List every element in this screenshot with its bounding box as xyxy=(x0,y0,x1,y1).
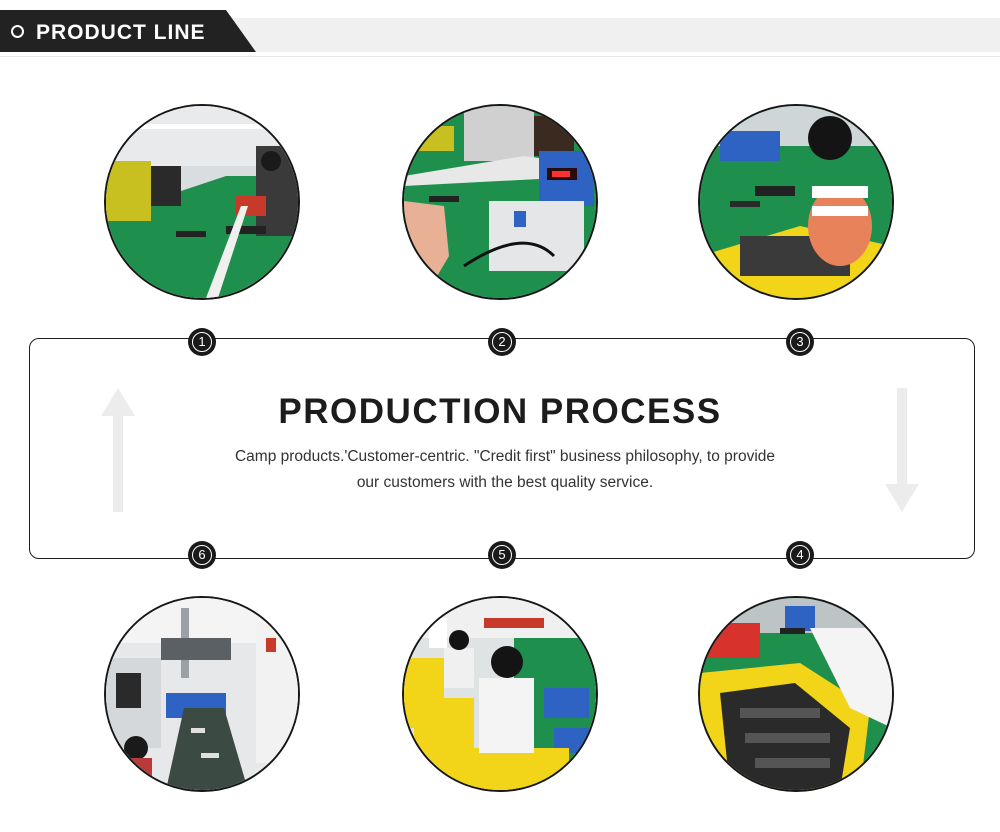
arrow-down-icon xyxy=(885,388,919,512)
step-badge-5: 5 xyxy=(488,541,516,569)
step-6-photo xyxy=(104,596,300,792)
step-number: 5 xyxy=(492,545,512,565)
assembly-line-workers-photo xyxy=(106,106,298,298)
step-1-photo xyxy=(104,104,300,300)
step-badge-1: 1 xyxy=(188,328,216,356)
worker-sorting-parts-photo xyxy=(700,106,892,298)
step-number: 6 xyxy=(192,545,212,565)
arrow-up-icon xyxy=(101,388,135,512)
process-title: PRODUCTION PROCESS xyxy=(278,392,722,431)
circle-bullet-icon xyxy=(11,25,24,38)
header-tab xyxy=(0,10,256,52)
step-badge-6: 6 xyxy=(188,541,216,569)
step-number: 4 xyxy=(790,545,810,565)
step-3-photo xyxy=(698,104,894,300)
step-badge-4: 4 xyxy=(786,541,814,569)
process-description-line-2: our customers with the best quality serv… xyxy=(356,474,654,491)
step-number: 2 xyxy=(492,332,512,352)
step-number: 1 xyxy=(192,332,212,352)
step-badge-3: 3 xyxy=(786,328,814,356)
header-tab-shape xyxy=(0,10,256,52)
step-5-photo xyxy=(402,596,598,792)
production-process-panel xyxy=(29,338,975,559)
automated-conveyor-photo xyxy=(106,598,298,790)
step-number: 3 xyxy=(790,332,810,352)
step-4-photo xyxy=(698,596,894,792)
parts-in-yellow-crate-photo xyxy=(700,598,892,790)
testing-equipment-photo xyxy=(404,106,596,298)
header-rule xyxy=(0,56,1000,57)
section-title: PRODUCT LINE xyxy=(36,21,206,44)
process-description-line-1: Camp products.'Customer-centric. "Credit… xyxy=(234,448,776,465)
packing-line-workers-photo xyxy=(404,598,596,790)
process-description: Camp products.'Customer-centric. "Credit… xyxy=(225,444,785,496)
step-badge-2: 2 xyxy=(488,328,516,356)
step-2-photo xyxy=(402,104,598,300)
